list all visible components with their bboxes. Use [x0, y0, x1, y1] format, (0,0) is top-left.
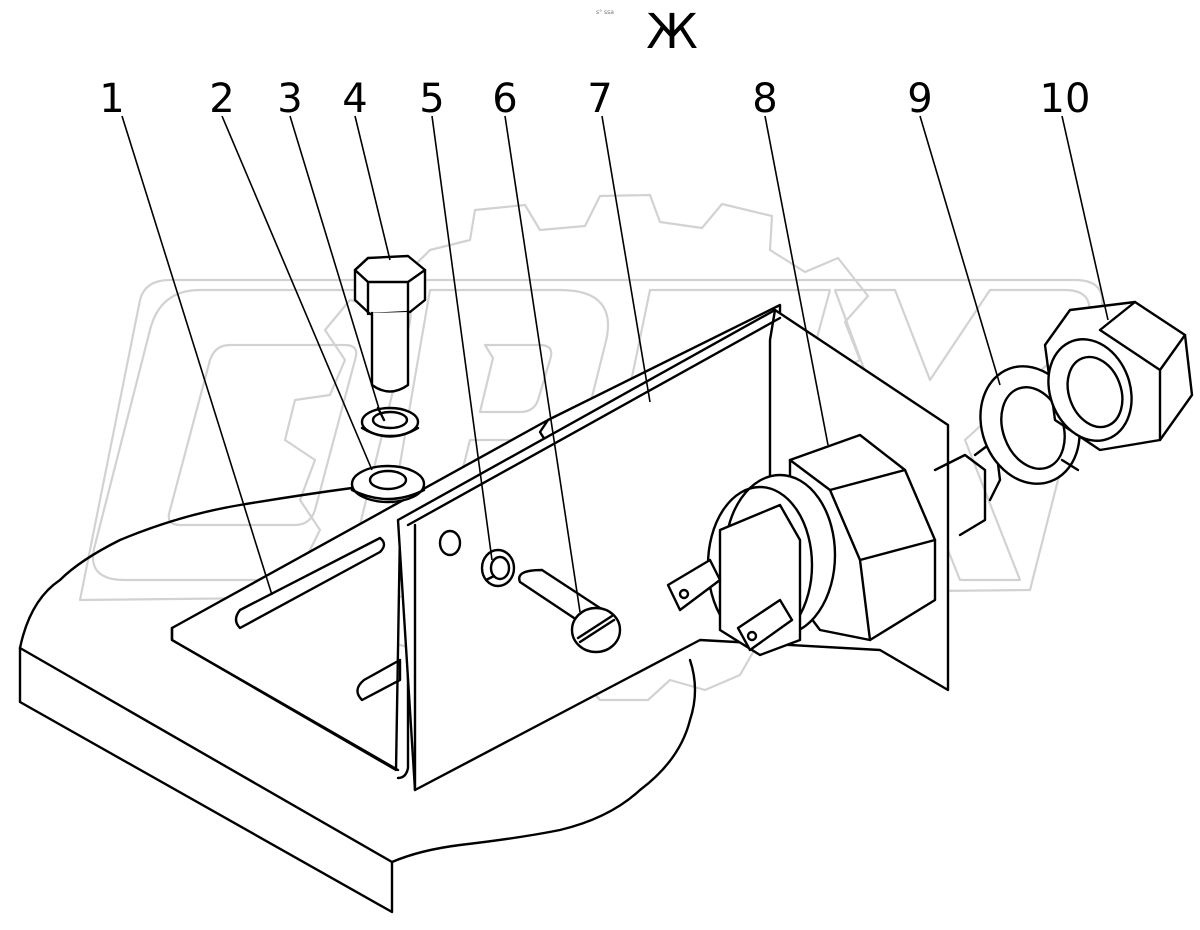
leader-line-3	[289, 115, 381, 413]
leader-line-1	[121, 115, 273, 596]
part-8-sensor-switch	[666, 433, 1002, 657]
leader-line-7	[601, 115, 651, 403]
leader-line-6	[504, 115, 581, 613]
base-plate-front-icon	[18, 646, 394, 914]
callout-3: 3	[277, 76, 302, 122]
callout-1: 1	[99, 76, 124, 122]
leader-line-2	[221, 115, 373, 471]
part-10-hex-nut	[1043, 300, 1194, 452]
callout-2: 2	[209, 76, 234, 122]
callout-7: 7	[587, 76, 612, 122]
part-5-spring-washer	[480, 548, 516, 588]
flat-washer-icon	[350, 464, 426, 504]
leader-line-8	[764, 115, 829, 446]
tiny-caption: s° ssa	[596, 9, 614, 16]
leader-line-4	[354, 115, 391, 261]
part-2-flat-washer	[350, 464, 426, 504]
part-4-hex-bolt	[353, 254, 427, 393]
hex-bolt-icon	[353, 254, 427, 316]
angle-bracket-icon	[396, 308, 950, 792]
callout-9: 9	[907, 76, 932, 122]
leader-line-10	[1061, 115, 1109, 321]
leader-line-9	[919, 115, 1001, 386]
part-7-angle-bracket	[396, 308, 950, 792]
terminal-icon	[736, 598, 794, 652]
callout-5: 5	[419, 76, 444, 122]
watermark-plate-icon	[78, 278, 1104, 602]
callout-10: 10	[1040, 76, 1091, 122]
callout-4: 4	[342, 76, 367, 122]
leader-lines	[121, 115, 1109, 613]
part-3-spring-washer	[360, 406, 420, 438]
leader-line-5	[431, 115, 493, 561]
callout-6: 6	[492, 76, 517, 122]
watermark-gear-icon	[283, 193, 870, 702]
mounting-base	[18, 486, 697, 914]
base-plate-top-icon	[18, 486, 697, 864]
view-label: Ж	[646, 4, 698, 60]
callouts: 1 2 3 4 5 6 7 8 9 10	[99, 76, 1090, 122]
callout-8: 8	[752, 76, 777, 122]
